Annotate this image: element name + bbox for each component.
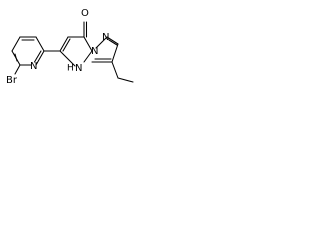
pyrazole-nitrogen-2-label: N: [102, 32, 109, 43]
ring-nh-hydrogen-label: H: [67, 64, 74, 74]
pyrimidinone-ring: [59, 36, 93, 67]
ethyl-substituent: [111, 61, 134, 83]
chemical-structure-diagram: Br N N H N N O: [6, 8, 134, 86]
carbonyl-group: [83, 21, 88, 38]
pyrazole-ring: [91, 36, 119, 63]
carbonyl-oxygen-label: O: [81, 8, 89, 19]
ring-nh-nitrogen-label: N: [75, 63, 82, 74]
bromine-label: Br: [6, 75, 18, 86]
pyrazole-nitrogen-1-label: N: [91, 46, 98, 57]
bromine-substituent: [14, 64, 21, 75]
pyridine-nitrogen-label: N: [30, 61, 37, 72]
pyridine-ring: [11, 36, 45, 66]
